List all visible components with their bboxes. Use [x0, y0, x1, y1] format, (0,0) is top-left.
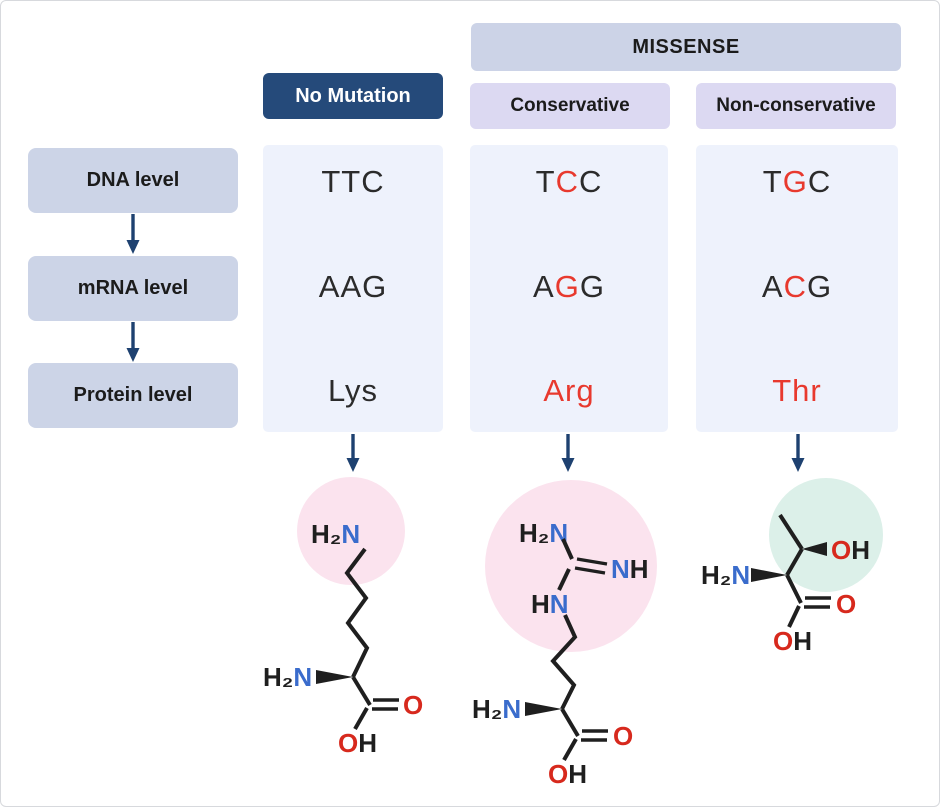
- protein-residue: Arg: [543, 373, 595, 408]
- carbonyl-oxygen-label: O: [403, 690, 423, 720]
- hydroxyl-label: OH: [773, 626, 812, 656]
- alpha-amine-label: H₂N: [701, 560, 750, 590]
- side-amine-label: H₂N: [311, 519, 360, 549]
- missense-header: MISSENSE: [471, 23, 901, 71]
- stereo-wedge-bond: [316, 670, 353, 684]
- non-conservative-header: Non-conservative: [696, 83, 896, 129]
- lysine-structure: H₂N H₂N O OH: [263, 477, 423, 758]
- protein-level-box: Protein level: [28, 363, 238, 428]
- alpha-amine-label: H₂N: [263, 662, 312, 692]
- protein-residue: Thr: [772, 373, 822, 408]
- down-arrow-icon: [126, 214, 140, 254]
- carbonyl-oxygen-label: O: [613, 721, 633, 751]
- carbonyl-oxygen-label: O: [836, 589, 856, 619]
- down-arrow-icon: [561, 434, 575, 472]
- down-arrow-icon: [126, 322, 140, 362]
- dna-level-box: DNA level: [28, 148, 238, 213]
- down-arrow-icon: [346, 434, 360, 472]
- arginine-structure: H₂N NH HN H₂N O OH: [472, 480, 657, 789]
- stereo-wedge-bond: [751, 568, 787, 582]
- hydroxyl-highlight-circle: [769, 478, 883, 592]
- alpha-amine-label: H₂N: [472, 694, 521, 724]
- side-hydroxyl-label: OH: [831, 535, 870, 565]
- no-mutation-column: TTC AAG Lys: [263, 145, 443, 432]
- imine-label: NH: [611, 554, 649, 584]
- stereo-wedge-bond: [525, 702, 562, 716]
- no-mutation-header: No Mutation: [263, 73, 443, 119]
- amine-highlight-circle: [297, 477, 405, 585]
- hydroxyl-label: OH: [548, 759, 587, 789]
- threonine-structure: OH H₂N O OH: [701, 478, 883, 656]
- secondary-amine-label: HN: [531, 589, 569, 619]
- guanidinium-amine-label: H₂N: [519, 518, 568, 548]
- mrna-codon: AAG: [318, 268, 388, 304]
- hydroxyl-label: OH: [338, 728, 377, 758]
- down-arrow-icon: [791, 434, 805, 472]
- conservative-header: Conservative: [470, 83, 670, 129]
- stereo-wedge-bond: [802, 542, 827, 556]
- dna-codon: TTC: [321, 164, 385, 199]
- protein-residue: Lys: [327, 373, 379, 408]
- guanidinium-highlight-circle: [485, 480, 657, 652]
- mrna-level-box: mRNA level: [28, 256, 238, 321]
